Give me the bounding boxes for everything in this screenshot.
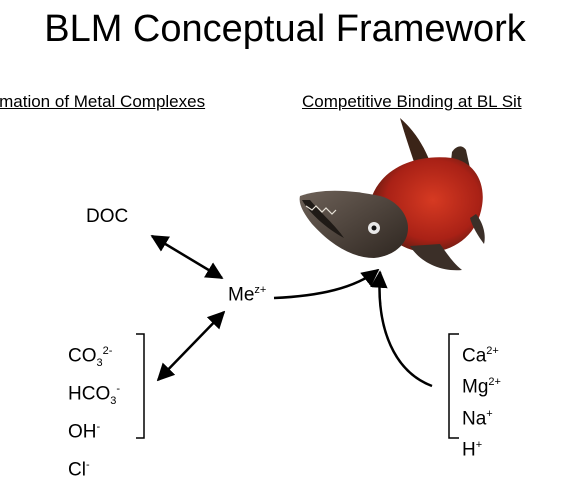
ligand-symbol: Cl <box>68 459 86 481</box>
ligand-subscript: 3 <box>110 395 117 408</box>
cation-list: Ca2+ Mg2+ Na+ H+ <box>462 338 501 463</box>
list-item: Mg2+ <box>462 369 501 400</box>
list-item: HCO3- <box>68 376 120 414</box>
metal-charge: z+ <box>254 284 267 296</box>
cations-to-fish-arrow <box>370 270 433 388</box>
ligand-charge: - <box>116 383 121 396</box>
doc-metal-arrow <box>150 234 224 280</box>
cation-bracket <box>448 333 459 439</box>
diagram-canvas <box>136 118 485 439</box>
left-heading: ormation of Metal Complexes <box>0 92 206 111</box>
list-item: OH- <box>68 414 120 452</box>
list-item: Cl- <box>68 452 120 490</box>
ligand-list: CO32- HCO3- OH- Cl- <box>68 338 120 491</box>
cation-charge: 2+ <box>486 345 499 357</box>
ligand-charge: - <box>96 421 101 434</box>
right-heading: Competitive Binding at BL Sit <box>302 92 522 111</box>
list-item: Na+ <box>462 401 501 432</box>
metal-symbol: Me <box>228 284 255 306</box>
metal-to-fish-arrow <box>273 268 380 300</box>
ligand-metal-arrow <box>156 310 226 382</box>
metal-ion-label: Mez+ <box>228 284 266 306</box>
ligand-symbol: OH <box>68 421 97 443</box>
cation-symbol: Ca <box>462 345 487 367</box>
slide-title: BLM Conceptual Framework <box>44 8 526 50</box>
list-item: CO32- <box>68 338 120 376</box>
cation-symbol: Mg <box>462 376 489 398</box>
ligand-charge: 2- <box>102 345 113 357</box>
cation-charge: 2+ <box>488 376 501 389</box>
list-item: Ca2+ <box>462 338 501 369</box>
cation-charge: + <box>475 438 483 451</box>
ligand-bracket <box>136 333 145 439</box>
cation-symbol: Na <box>462 407 487 429</box>
ligand-subscript: 3 <box>96 357 103 370</box>
cation-charge: + <box>486 407 493 420</box>
doc-label: DOC <box>86 206 129 227</box>
list-item: H+ <box>462 432 501 463</box>
ligand-charge: - <box>85 459 90 472</box>
ligand-symbol: CO <box>68 345 97 367</box>
ligand-symbol: HCO <box>68 383 111 405</box>
salmon-fish-icon <box>299 118 485 271</box>
